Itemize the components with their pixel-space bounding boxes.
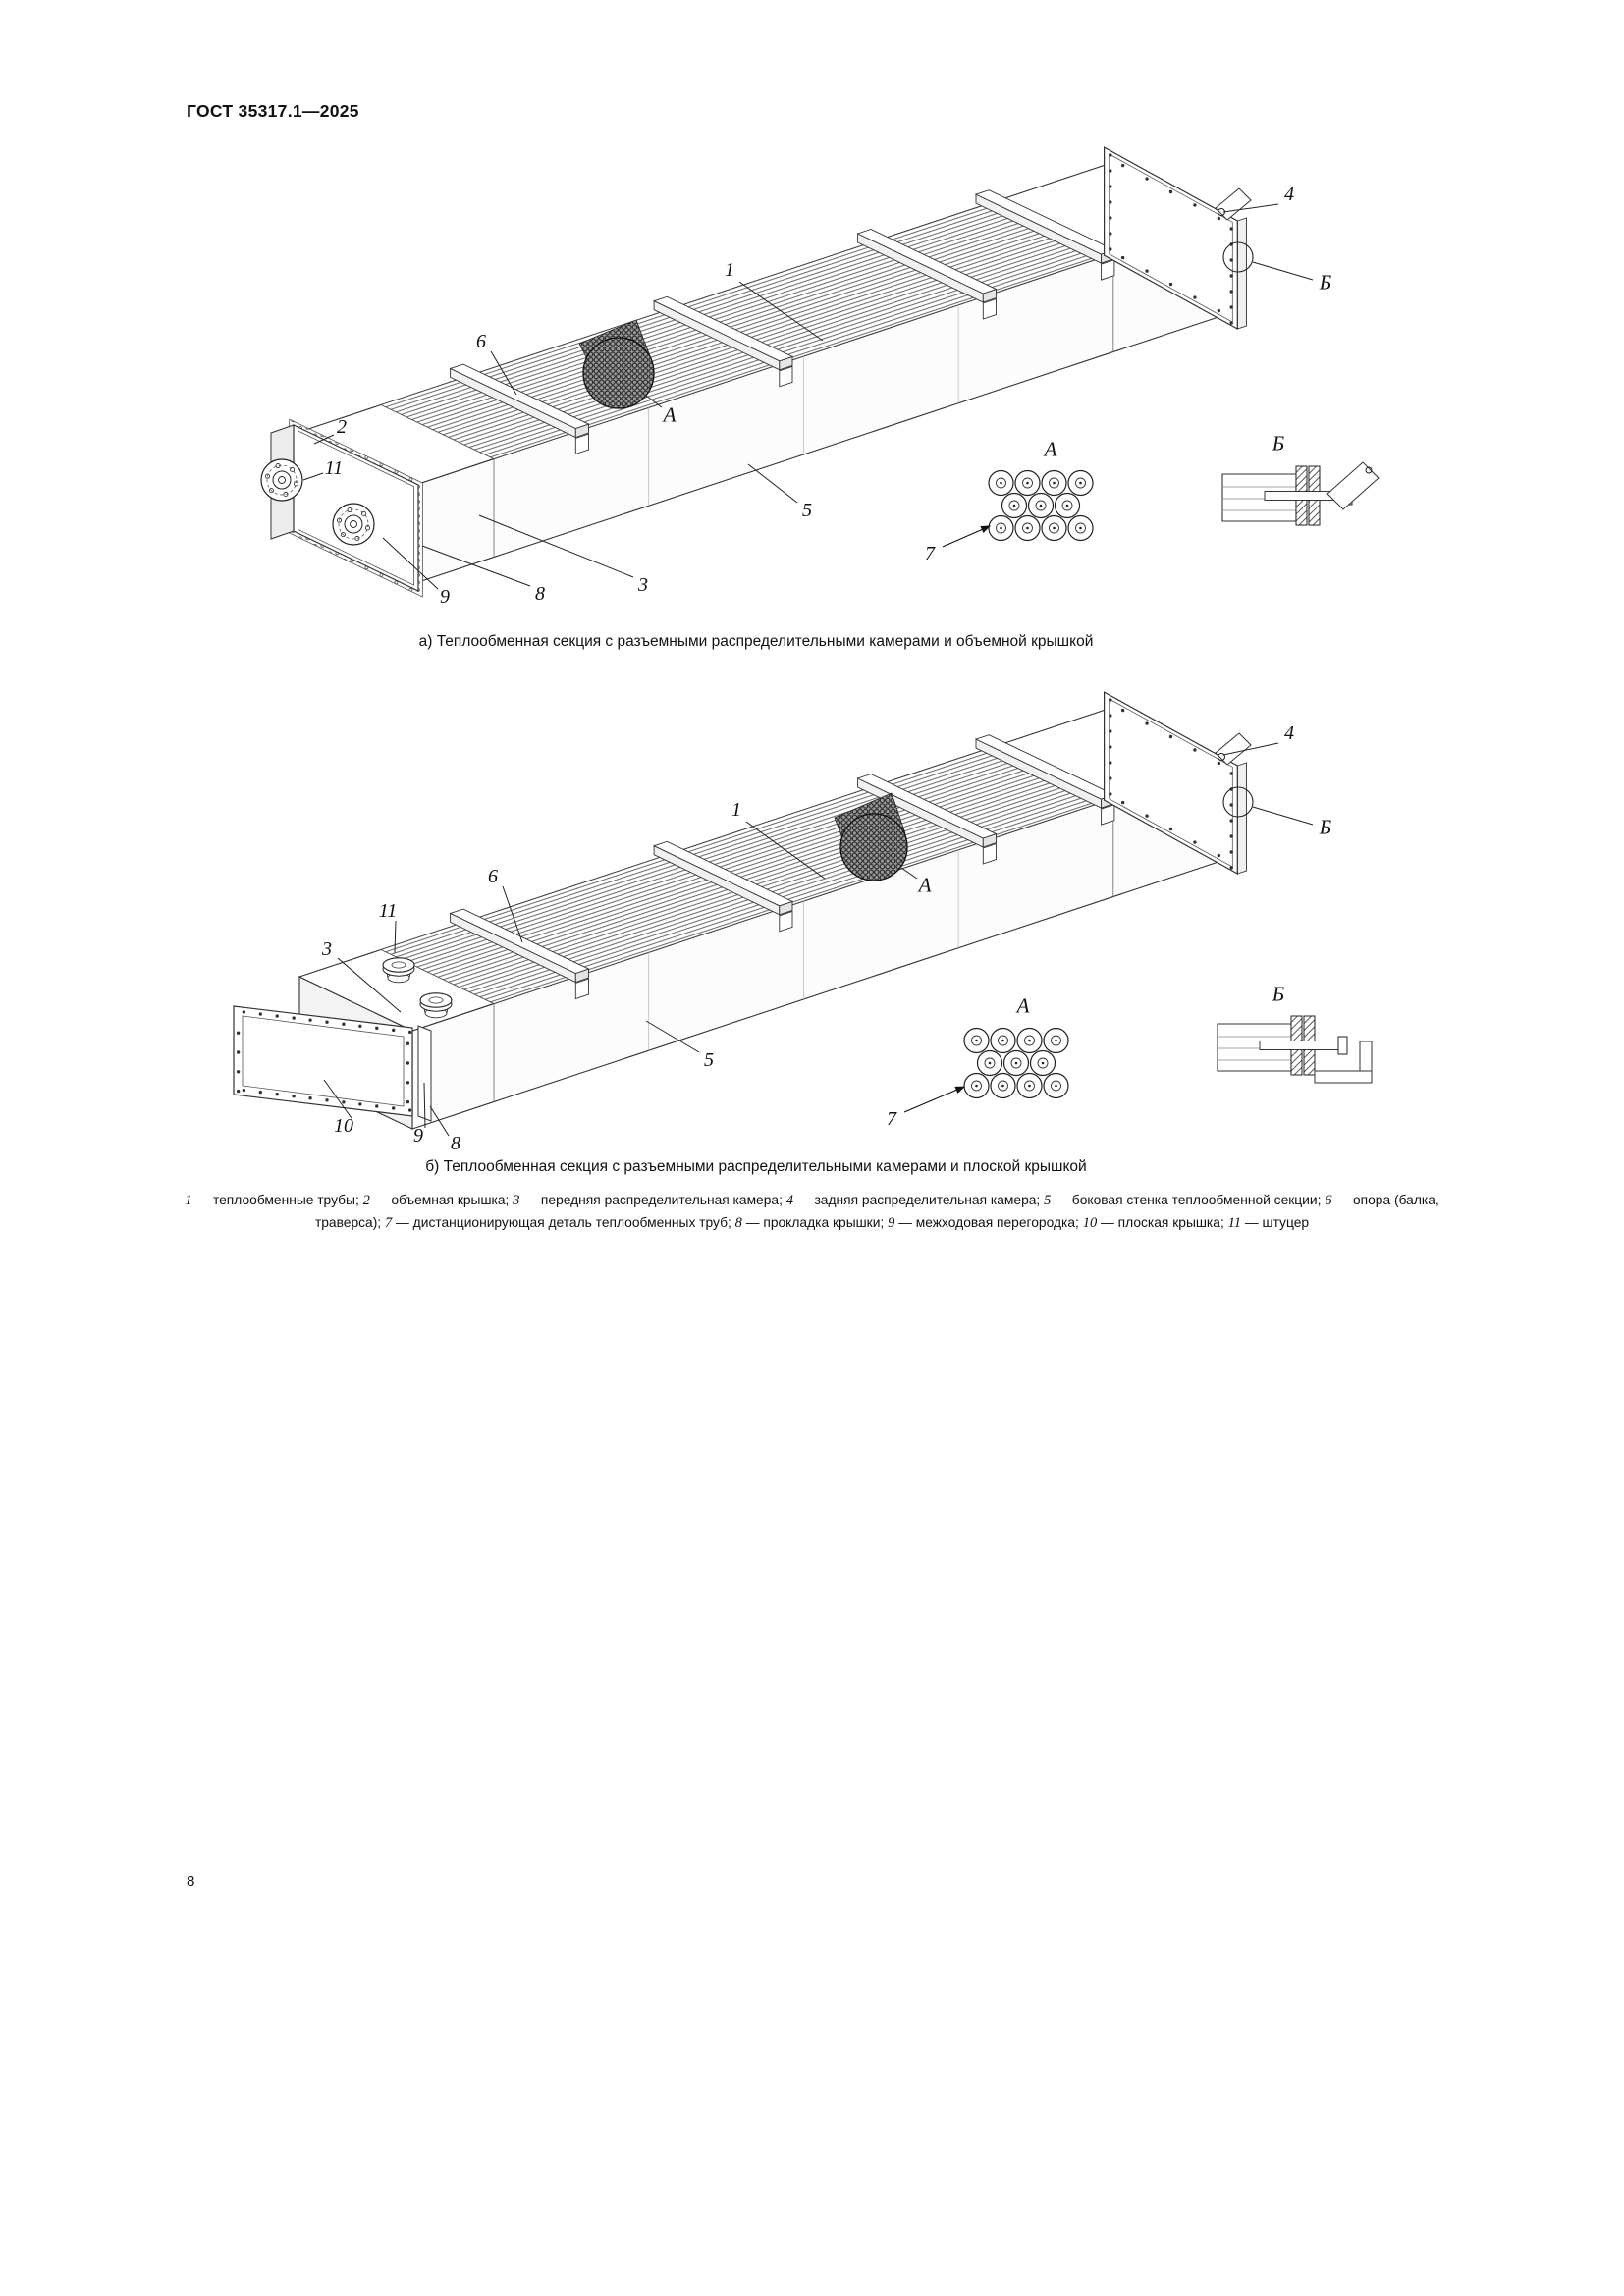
page-number: 8 <box>187 1873 195 1890</box>
callout-5: 5 <box>802 500 812 521</box>
callout-9: 9 <box>413 1125 423 1147</box>
figure-a-drawing <box>260 146 1380 598</box>
figure-b: 1 6 11 3 4 Б А 5 10 9 8 7 А Б <box>187 682 1453 1153</box>
callout-4: 4 <box>1284 722 1294 744</box>
legend-item: 10 — плоская крышка; <box>1082 1214 1228 1231</box>
legend-item: 1 — теплообменные трубы; <box>185 1193 363 1208</box>
legend-item: 6 — опора (балка, траверса); <box>314 1193 1439 1230</box>
callout-11: 11 <box>378 900 398 922</box>
figure-a-caption: а) Теплообменная секция с разъемными рас… <box>418 633 1094 650</box>
legend-item: 2 — объемная крышка; <box>362 1193 514 1208</box>
detail-b-title: Б <box>1272 431 1285 455</box>
legend-item: 8 — прокладка крышки; <box>734 1214 889 1231</box>
callout-6: 6 <box>476 331 486 352</box>
callout-3: 3 <box>322 938 332 960</box>
detail-b-title: Б <box>1272 982 1285 1006</box>
callout-1: 1 <box>731 799 741 821</box>
detail-a-title: А <box>1016 993 1030 1018</box>
document-header: ГОСТ 35317.1—2025 <box>187 101 359 121</box>
detail-a-title: А <box>1044 437 1057 461</box>
view-a-label: А <box>663 402 677 427</box>
legend-item: 3 — передняя распределительная камера; <box>513 1193 786 1208</box>
figure-b-drawing <box>233 691 1373 1137</box>
callout-6: 6 <box>488 866 498 887</box>
legend-item: 11 — штуцер <box>1227 1214 1310 1231</box>
view-b-label: Б <box>1319 270 1332 294</box>
callout-8: 8 <box>451 1133 460 1154</box>
callout-9: 9 <box>440 586 450 608</box>
legend-item: 4 — задняя распределительная камера; <box>785 1193 1045 1208</box>
callout-11: 11 <box>324 457 344 479</box>
legend-item: 7 — дистанционирующая деталь теплообменн… <box>384 1214 735 1231</box>
callout-5: 5 <box>704 1049 714 1071</box>
callout-8: 8 <box>535 583 545 605</box>
legend-item: 5 — боковая стенка теплообменной секции; <box>1044 1193 1326 1208</box>
callout-7: 7 <box>925 543 935 564</box>
callout-4: 4 <box>1284 184 1294 205</box>
legend-item: 9 — межходовая перегородка; <box>888 1214 1083 1231</box>
callout-7: 7 <box>887 1108 896 1130</box>
callout-2: 2 <box>337 416 347 438</box>
callout-10: 10 <box>334 1115 353 1137</box>
callout-3: 3 <box>638 574 648 596</box>
callout-1: 1 <box>725 259 734 281</box>
view-b-label: Б <box>1319 815 1332 839</box>
figure-a: 1 6 2 11 9 8 3 5 4 Б А А 7 Б <box>187 137 1453 633</box>
legend: 1 — теплообменные трубы; 2 — объемная кр… <box>159 1190 1465 1234</box>
view-a-label: А <box>918 873 932 897</box>
figure-b-caption: б) Теплообменная секция с разъемными рас… <box>425 1158 1087 1175</box>
